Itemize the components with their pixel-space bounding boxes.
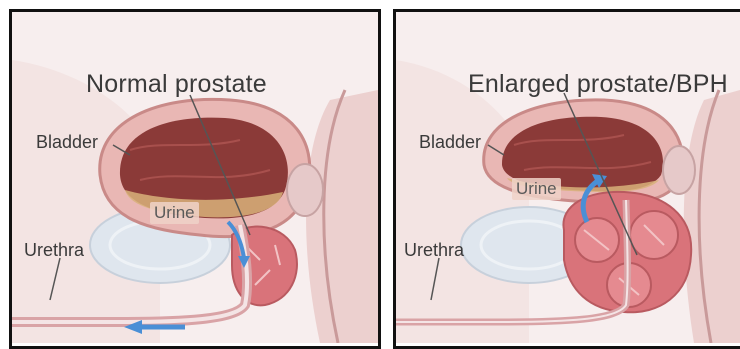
seminal-vesicle	[663, 146, 695, 194]
bladder-label: Bladder	[36, 132, 98, 153]
normal-prostate-illustration	[0, 0, 384, 343]
enlarged-prostate-panel: Enlarged prostate/BPH Bladder Urine Uret…	[389, 0, 740, 343]
normal-prostate-panel: Normal prostate Bladder Urine Urethra	[0, 0, 384, 343]
panel-title: Normal prostate	[86, 70, 267, 99]
bladder-label: Bladder	[419, 132, 481, 153]
urine-label: Urine	[150, 202, 199, 224]
enlarged-prostate-illustration	[389, 0, 740, 343]
urine-label: Urine	[512, 178, 561, 200]
urethra-label: Urethra	[404, 240, 464, 261]
seminal-vesicle	[287, 164, 323, 216]
urethra-label: Urethra	[24, 240, 84, 261]
panel-title: Enlarged prostate/BPH	[468, 70, 728, 99]
